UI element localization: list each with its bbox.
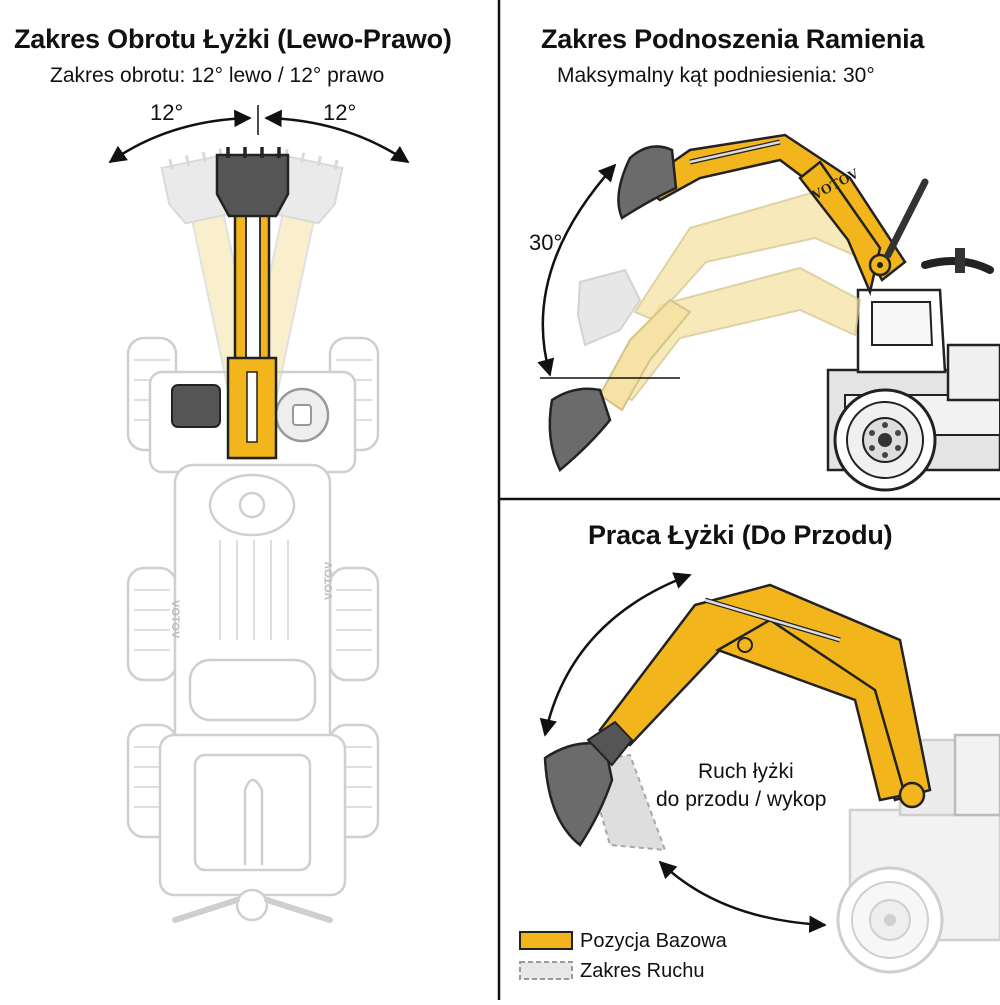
- lift-angle-label: 30°: [529, 230, 563, 255]
- lift-top-bucket: [617, 145, 678, 220]
- lift-ghost-arm-low: [610, 266, 862, 402]
- base-arm-center: [226, 206, 278, 460]
- body-brand-right: VOTOV: [323, 561, 335, 600]
- rear-handle: [243, 778, 264, 865]
- legend-range: Zakres Ruchu: [520, 959, 705, 983]
- lift-control-lever: [884, 178, 929, 259]
- legend-range-label: Zakres Ruchu: [580, 959, 705, 982]
- wheel-mid-right: [328, 566, 380, 682]
- cab-window: [171, 384, 221, 428]
- rotate-left-arrow: [108, 109, 252, 164]
- bucket-arc-arrow: [539, 572, 692, 737]
- rotation-subtitle: Zakres obrotu: 12° lewo / 12° prawo: [50, 64, 385, 87]
- bucket-ghost-dashed: [599, 753, 667, 852]
- rotation-right-angle: 12°: [323, 100, 357, 125]
- bucket-motion-line2: do przodu / wykop: [656, 788, 827, 811]
- lift-lower-arm: [598, 298, 692, 412]
- rotate-right-arrow: [264, 109, 410, 164]
- bucket-front-wheel: [836, 866, 944, 974]
- body-brand-left: VOTOV: [169, 600, 181, 639]
- legend-base-label: Pozycja Bazowa: [580, 929, 727, 952]
- rotation-left-angle: 12°: [150, 100, 184, 125]
- bucket-title: Praca Łyżki (Do Przodu): [588, 520, 893, 550]
- bucket-motion-line1: Ruch łyżki: [698, 760, 794, 783]
- lift-title: Zakres Podnoszenia Ramienia: [541, 24, 925, 54]
- lift-angle-arrow: [537, 163, 617, 377]
- rear-hitch: [235, 888, 269, 922]
- lift-base-arm: [637, 133, 907, 282]
- rotation-title: Zakres Obrotu Łyżki (Lewo-Prawo): [14, 24, 452, 54]
- legend-swatch-range: [519, 961, 573, 980]
- legend-base: Pozycja Bazowa: [520, 929, 727, 953]
- base-bucket-top: [215, 147, 290, 218]
- bucket-base-dark: [543, 741, 614, 847]
- lift-bottom-bucket: [548, 387, 612, 472]
- wheel-mid-left: [126, 566, 178, 682]
- legend-swatch-base: [519, 931, 573, 950]
- seat: [188, 658, 317, 722]
- lift-subtitle: Maksymalny kąt podniesienia: 30°: [557, 64, 875, 87]
- lift-ghost-bucket: [576, 268, 642, 347]
- lift-front-wheel: [833, 388, 937, 492]
- bucket-forward-arrow: [658, 860, 827, 933]
